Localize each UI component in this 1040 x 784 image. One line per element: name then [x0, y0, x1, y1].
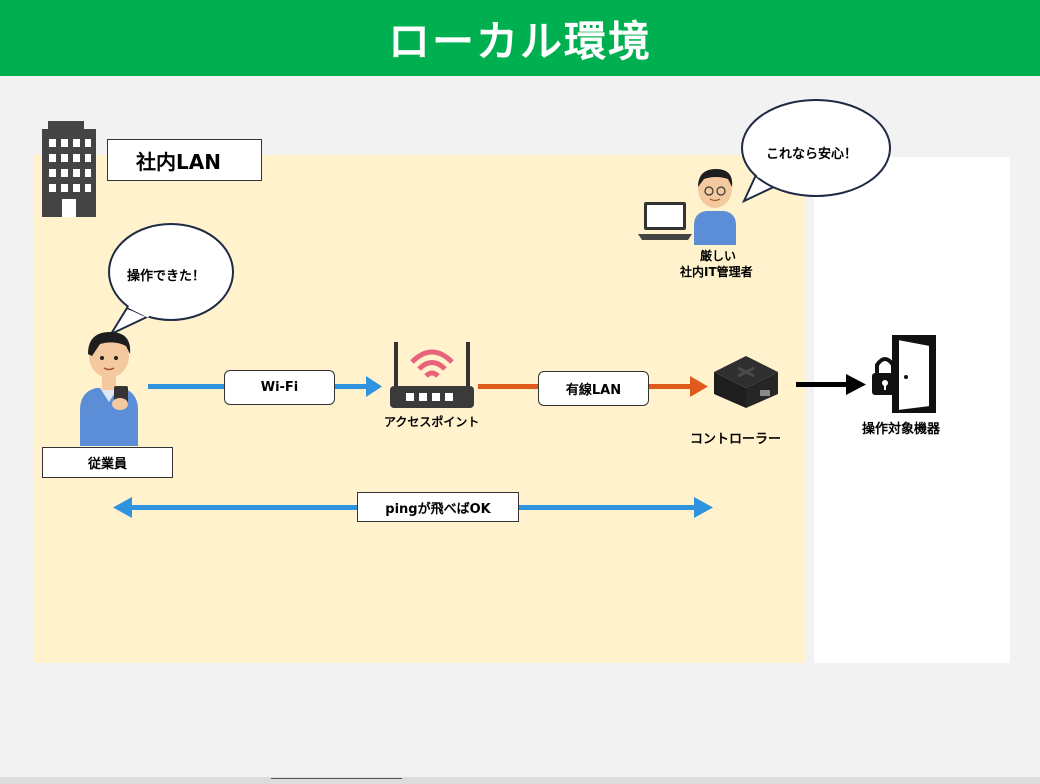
building-icon: [42, 121, 96, 217]
lan-label: 社内LAN: [107, 139, 262, 181]
employee-label: 従業員: [42, 447, 173, 478]
locked-door-icon: [872, 335, 936, 413]
employee-person-icon: [80, 332, 138, 446]
laptop-icon: [638, 202, 692, 240]
access-point-label: アクセスポイント: [384, 415, 480, 429]
controller-label: コントローラー: [690, 432, 782, 447]
ping-link-label: pingが飛べばOK: [357, 492, 519, 522]
wifi-router-icon: [390, 342, 474, 408]
controller-device-icon: [714, 356, 778, 408]
employee-bubble-text: 操作できた！: [127, 269, 206, 284]
admin-label-line1: 厳しい: [700, 249, 737, 263]
control-arrow: [796, 374, 866, 395]
footer-line: [271, 778, 402, 779]
admin-speech-bubble: [741, 99, 891, 204]
footer-bar: [0, 777, 1040, 784]
admin-bubble-text: これなら安心！: [766, 147, 858, 162]
admin-label-line2: 社内IT管理者: [680, 265, 753, 279]
header-bar: ローカル環境: [0, 0, 1040, 76]
page-title: ローカル環境: [387, 16, 652, 66]
wired-link-label: 有線LAN: [538, 371, 649, 406]
employee-speech-bubble: [108, 223, 234, 337]
wifi-link-label: Wi-Fi: [224, 370, 335, 405]
admin-person-icon: [694, 169, 736, 245]
target-device-label: 操作対象機器: [862, 422, 941, 437]
